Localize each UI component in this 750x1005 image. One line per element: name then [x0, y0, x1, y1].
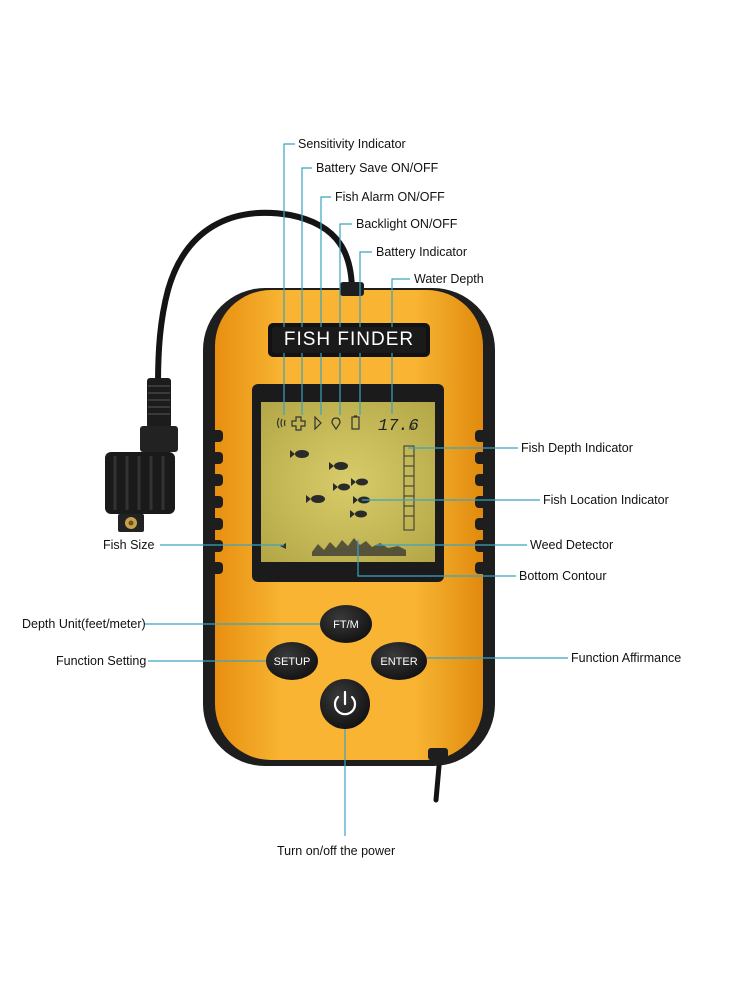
sensor-cable	[155, 209, 355, 388]
callout-weed-detector: Weed Detector	[530, 538, 614, 552]
lcd-screen	[261, 402, 435, 562]
lcd-depth-reading: 17.6	[378, 417, 419, 436]
lcd-bottom-contour	[280, 538, 406, 556]
fish-symbol	[290, 450, 309, 458]
lcd-icon-row	[276, 415, 360, 431]
fish-symbol	[306, 495, 325, 503]
enter-button-label: ENTER	[380, 656, 417, 668]
callout-battery-indicator: Battery Indicator	[376, 245, 468, 259]
callout-fish-size: Fish Size	[103, 538, 155, 552]
power-icon	[333, 690, 357, 716]
device-title: FISH FINDER	[272, 327, 426, 353]
callout-fish-location-indicator: Fish Location Indicator	[543, 493, 669, 507]
callout-power: Turn on/off the power	[277, 844, 396, 858]
fish-symbol	[329, 462, 348, 470]
callout-water-depth: Water Depth	[414, 272, 484, 286]
fish-symbol	[350, 510, 367, 518]
callout-sensitivity-indicator: Sensitivity Indicator	[298, 137, 406, 151]
leader-lines	[144, 143, 568, 836]
ftm-button[interactable]: FT/M	[320, 605, 372, 643]
callout-fish-alarm: Fish Alarm ON/OFF	[335, 190, 445, 204]
enter-button[interactable]: ENTER	[371, 642, 427, 680]
callout-function-setting: Function Setting	[56, 654, 147, 668]
callout-function-affirmance: Function Affirmance	[571, 651, 682, 665]
fish-symbol	[333, 483, 350, 491]
callout-fish-depth-indicator: Fish Depth Indicator	[521, 441, 633, 455]
fish-depth-bar	[403, 445, 415, 531]
callout-depth-unit: Depth Unit(feet/meter)	[22, 617, 146, 631]
battery-icon	[351, 415, 360, 430]
callout-bottom-contour: Bottom Contour	[519, 569, 607, 583]
callout-battery-save: Battery Save ON/OFF	[316, 161, 439, 175]
fish-alarm-icon	[314, 415, 322, 431]
sensitivity-icon	[276, 417, 286, 429]
lcd-depth-unit: M	[409, 426, 414, 432]
cable-connector	[105, 378, 178, 532]
setup-button[interactable]: SETUP	[266, 642, 318, 680]
callout-backlight: Backlight ON/OFF	[356, 217, 458, 231]
setup-button-label: SETUP	[274, 656, 311, 668]
backlight-icon	[331, 417, 341, 431]
ftm-button-label: FT/M	[333, 619, 359, 631]
battery-save-icon	[291, 416, 306, 431]
fish-symbol	[351, 478, 368, 486]
power-button[interactable]	[320, 679, 370, 729]
